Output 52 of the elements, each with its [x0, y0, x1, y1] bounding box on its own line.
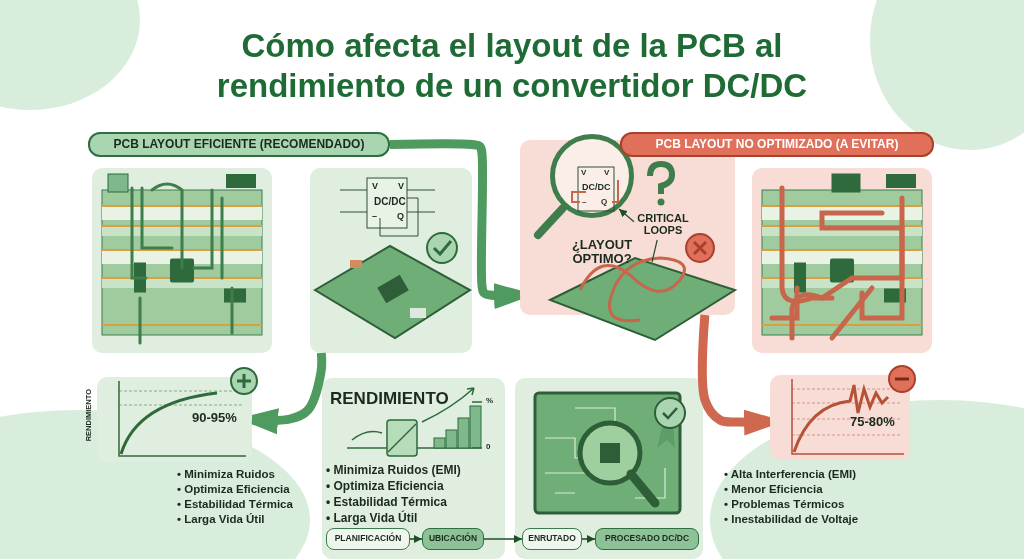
bullet-item: • Estabilidad Térmica: [326, 496, 447, 510]
bullet-item: • Minimiza Ruidos: [177, 467, 276, 482]
pcb-layout-panel: [92, 168, 272, 353]
step-label: [595, 528, 699, 550]
leader-line: [618, 208, 635, 223]
label-text: PCB LAYOUT NO OPTIMIZADO (A EVITAR): [655, 137, 899, 152]
label-text: %: [486, 397, 494, 406]
pin-label: V: [398, 182, 404, 191]
bullet-item: • Inestabilidad de Voltaje: [724, 511, 859, 527]
pin-label: V: [372, 182, 378, 191]
pin-label: DC/DC: [582, 183, 611, 192]
arrow: [483, 535, 523, 543]
bullet-item: • Optimiza Eficiencia: [177, 481, 291, 497]
step-label: [326, 528, 410, 550]
pin-label: V: [581, 169, 587, 177]
bullet-item: • Alta Interferencia (EMI): [724, 467, 858, 482]
bullet-item: • Optimiza Eficiencia: [326, 480, 444, 494]
label-text: PCB LAYOUT EFICIENTE (RECOMENDADO): [113, 137, 365, 152]
label-text: ¿LAYOUT ÓPTIMO?: [570, 238, 634, 267]
arrow: [581, 535, 596, 543]
pin-label: Q: [601, 198, 608, 206]
pin-label: V: [604, 169, 610, 177]
section-header: [620, 132, 934, 157]
magnifier-lens: [550, 134, 634, 218]
label-text: PROCESADO DC/DC: [604, 534, 690, 544]
pin-label: DC/DC: [374, 197, 406, 207]
label-text: CRITICAL LOOPS: [636, 212, 690, 237]
summary-panel: [322, 378, 505, 559]
pin-label: Q: [397, 212, 404, 221]
inspection-panel: [515, 378, 703, 559]
section-header: [88, 132, 390, 157]
bullet-item: • Menor Eficiencia: [724, 481, 824, 497]
title: Cómo afecta el layout de la PCB al rendimiento de un convertidor DC/DC: [215, 26, 809, 107]
bullet-item: • Larga Vida Útil: [326, 512, 418, 526]
label-text: 0: [486, 443, 491, 452]
label-text: 90-95%: [192, 411, 237, 426]
label-text: ENRUTADO: [528, 534, 576, 544]
bullet-item: • Problemas Térmicos: [724, 496, 846, 512]
pcb-layout-panel: [752, 168, 932, 353]
bullet-item: • Larga Vida Útil: [177, 511, 266, 527]
bullet-item: • Minimiza Ruidos (EMI): [326, 464, 461, 478]
label-text: PLANIFICACIÓN: [334, 534, 402, 544]
step-label: [422, 528, 484, 550]
pin-label: –: [372, 212, 377, 221]
arrow: [409, 535, 423, 543]
label-text: 75-80%: [850, 415, 895, 430]
label-text: UBICACIÓN: [428, 534, 478, 544]
leader-line: [651, 239, 658, 263]
label-text: RENDIMIENTO: [330, 390, 449, 409]
bullet-item: • Estabilidad Térmica: [177, 496, 293, 512]
pin-label: –: [582, 198, 587, 206]
step-label: [522, 528, 582, 550]
